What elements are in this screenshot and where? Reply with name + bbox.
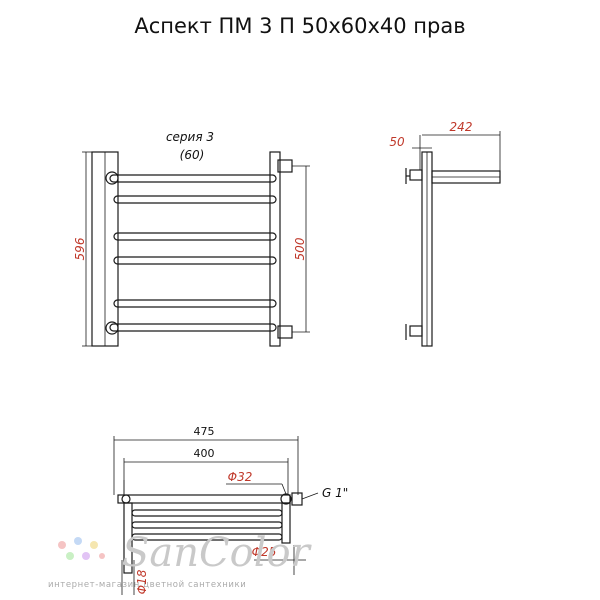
depth-dimension-label: 242 xyxy=(450,120,473,134)
width-dimension-label: 475 xyxy=(194,425,215,438)
watermark: SanColor интернет-магазин цветной сантех… xyxy=(48,530,313,590)
rungs xyxy=(109,174,277,332)
height-dimension-label: 596 xyxy=(73,237,87,260)
thread-connector xyxy=(291,492,303,506)
top-rung-1 xyxy=(131,509,283,517)
front-view: 596 500 серия 3 (60) xyxy=(73,130,310,347)
top-collector xyxy=(117,494,291,504)
side-bottom-connector xyxy=(409,325,423,337)
series-label: серия 3 xyxy=(166,130,214,144)
axis-width-dimension-label: 400 xyxy=(194,447,215,460)
watermark-dot xyxy=(58,541,66,549)
watermark-dot xyxy=(99,553,105,559)
series-sublabel: (60) xyxy=(180,148,205,162)
watermark-logo: SanColor xyxy=(122,530,313,576)
side-view: 50 242 xyxy=(389,120,501,347)
small-diameter-label: Φ18 xyxy=(135,569,149,594)
rung-diameter-label: Φ25 xyxy=(252,545,277,559)
thread-label: G 1" xyxy=(322,486,348,500)
top-rung-2 xyxy=(131,521,283,529)
offset-dimension-label: 50 xyxy=(389,135,405,149)
diagram-title: Аспект ПМ 3 П 50x60x40 прав xyxy=(134,14,466,38)
right-riser xyxy=(269,151,281,347)
left-connection-circle xyxy=(121,494,131,504)
watermark-dot xyxy=(74,537,82,545)
pipe-diameter-label: Φ32 xyxy=(228,470,253,484)
axis-dimension-label: 500 xyxy=(293,237,307,260)
watermark-dot xyxy=(66,552,74,560)
watermark-dot xyxy=(90,541,98,549)
top-cap xyxy=(105,171,119,185)
top-rung-3 xyxy=(131,533,283,541)
bottom-cap xyxy=(105,321,119,335)
watermark-dot xyxy=(82,552,90,560)
top-view: 475 400 Φ32 G 1" Φ25 Φ18 xyxy=(113,425,348,595)
watermark-tagline: интернет-магазин цветной сантехники xyxy=(48,580,246,590)
side-top-connector xyxy=(409,169,423,181)
